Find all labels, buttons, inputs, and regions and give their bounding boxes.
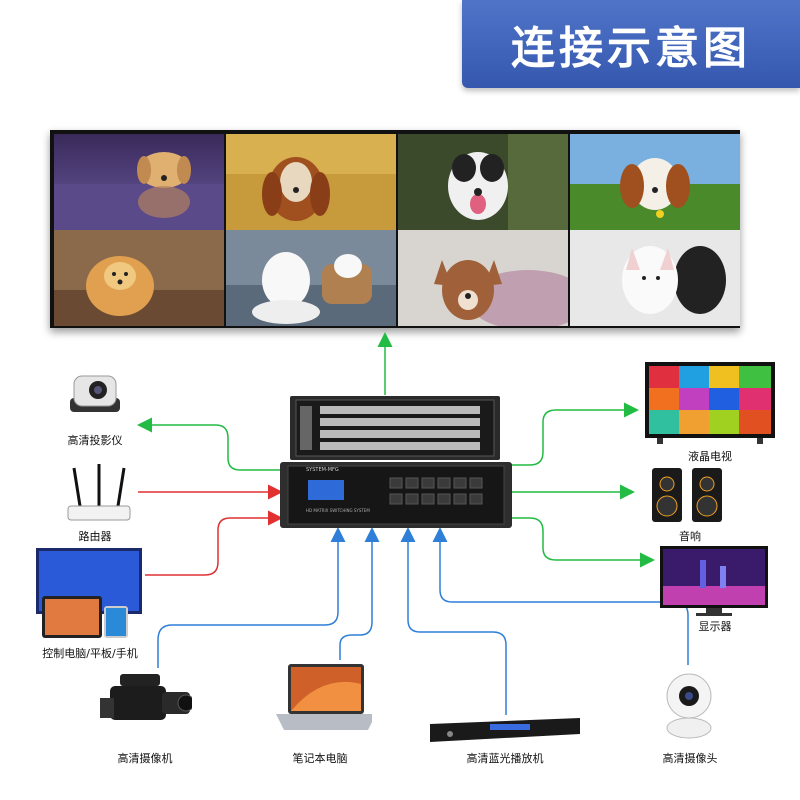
video-wall — [50, 130, 740, 328]
wall-panel-samoyed — [226, 230, 396, 326]
bluray-label: 高清蓝光播放机 — [466, 752, 544, 765]
switcher-top-label: SYSTEM-MFG — [306, 467, 339, 473]
wall-panel-pomeranian — [54, 230, 224, 326]
line-laptop-to-switcher — [339, 527, 380, 660]
computer-label: 控制电脑/平板/手机 — [42, 647, 138, 660]
line-camcorder-to-switcher — [157, 527, 346, 668]
webcam-label: 高清摄像头 — [662, 752, 718, 765]
tv-icon — [645, 362, 775, 448]
wall-panel-spaniel — [226, 134, 396, 230]
monitor-label: 显示器 — [698, 620, 732, 633]
wall-panel-cavalier — [570, 134, 740, 230]
speaker-label: 音响 — [679, 530, 701, 543]
page-title: 连接示意图 — [462, 0, 800, 88]
monitor-icon — [660, 546, 770, 622]
switcher-model-label: HD MATRIX SWITCHING SYSTEM — [306, 508, 370, 513]
line-webcam-to-switcher — [432, 527, 689, 665]
camcorder-icon — [100, 672, 195, 740]
matrix-switcher-back-panel — [290, 396, 500, 460]
matrix-switcher-front: SYSTEM-MFG HD MATRIX SWITCHING SYSTEM — [280, 462, 512, 528]
bluray-player-icon — [430, 714, 580, 748]
router-icon — [66, 462, 132, 528]
router-label: 路由器 — [78, 530, 112, 543]
webcam-icon — [664, 666, 714, 744]
camcorder-label: 高清摄像机 — [117, 752, 173, 765]
line-switcher-to-monitor — [510, 517, 655, 568]
laptop-label: 笔记本电脑 — [292, 752, 348, 765]
line-switcher-to-projector — [137, 417, 290, 471]
line-bluray-to-switcher — [400, 527, 507, 715]
projector-label: 高清投影仪 — [67, 434, 123, 447]
projector-icon — [60, 368, 130, 434]
line-computer-to-switcher — [145, 510, 283, 576]
speaker-icon — [652, 468, 724, 528]
computer-tablet-phone-icon — [36, 548, 146, 644]
line-switcher-to-tv — [510, 402, 639, 466]
wall-panel-bull-terrier — [570, 230, 740, 326]
wall-panel-golden-retriever — [54, 134, 224, 230]
wall-panel-boxer — [398, 134, 568, 230]
tv-label: 液晶电视 — [688, 450, 732, 463]
wall-panel-chihuahua — [398, 230, 568, 326]
laptop-icon — [272, 664, 376, 740]
